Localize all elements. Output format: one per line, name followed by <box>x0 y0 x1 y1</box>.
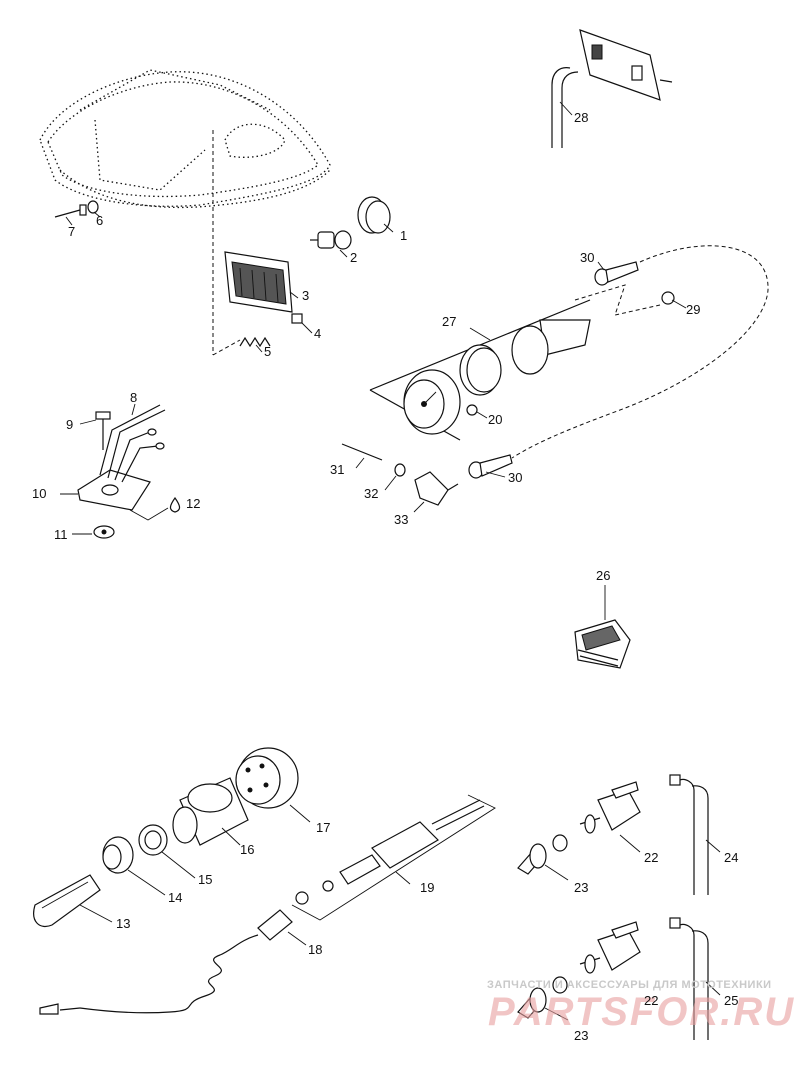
callout-1: 1 <box>400 228 407 243</box>
callout-11: 11 <box>54 527 68 542</box>
watermark-brand: PARTSFOR.RU <box>488 990 795 1034</box>
gauge-assembly-part-27 <box>369 299 591 441</box>
callout-20: 20 <box>488 412 502 427</box>
washer-part-32 <box>394 463 406 477</box>
headlight-part-3 <box>224 251 293 313</box>
switch-part-28 <box>551 29 673 148</box>
wire-part-24 <box>669 774 709 895</box>
callout-15: 15 <box>198 872 212 887</box>
callout-19: 19 <box>420 880 434 895</box>
screw-part-7 <box>54 204 87 218</box>
rocker-switch-part-26 <box>574 619 631 669</box>
switch-cap-part-14 <box>102 836 134 874</box>
nut-part-11 <box>93 525 115 539</box>
callout-16: 16 <box>240 842 254 857</box>
callout-13: 13 <box>116 916 130 931</box>
hood-outline <box>39 69 331 209</box>
callout-18: 18 <box>308 942 322 957</box>
callout-3: 3 <box>302 288 309 303</box>
callout-12: 12 <box>186 496 200 511</box>
callout-17: 17 <box>316 820 330 835</box>
washer-part-6 <box>87 200 99 214</box>
callout-4: 4 <box>314 326 321 341</box>
callout-27: 27 <box>442 314 456 329</box>
screw-part-20 <box>466 404 478 416</box>
watermark-tagline: ЗАПЧАСТИ И АКСЕССУАРЫ ДЛЯ МОТОТЕХНИКИ <box>487 979 772 991</box>
callout-14: 14 <box>168 890 182 905</box>
connector-part-17 <box>235 747 299 809</box>
callout-25: 25 <box>724 993 738 1008</box>
spring-part-5 <box>239 336 271 348</box>
ignition-switch-part-16 <box>172 777 249 846</box>
callout-31: 31 <box>330 462 344 477</box>
callout-32: 32 <box>364 486 378 501</box>
callout-24: 24 <box>724 850 738 865</box>
sealant-drop-part-12 <box>129 496 181 521</box>
pin-part-31 <box>341 443 383 461</box>
toggle-switch-part-22-top <box>579 781 641 834</box>
callout-10: 10 <box>32 486 46 501</box>
elbow-part-33 <box>414 471 459 506</box>
callout-33: 33 <box>394 512 408 527</box>
callout-30-top: 30 <box>580 250 594 265</box>
key-part-13 <box>33 874 101 927</box>
wire-harness-part-8 <box>99 404 166 483</box>
nut-part-29 <box>661 291 675 305</box>
callout-26: 26 <box>596 568 610 583</box>
callout-23-top: 23 <box>574 880 588 895</box>
toggle-switch-part-22-bottom <box>579 921 641 974</box>
callout-8: 8 <box>130 390 137 405</box>
callout-23-bottom: 23 <box>574 1028 588 1043</box>
regulator-part-10 <box>77 469 151 511</box>
callout-6: 6 <box>96 213 103 228</box>
bolt-part-9 <box>95 411 111 450</box>
clip-part-4 <box>291 313 303 324</box>
toggle-boot-part-23-top <box>517 834 568 875</box>
nut-part-15 <box>138 824 168 856</box>
cable-fitting-part-30-top <box>594 261 639 286</box>
bezel-ring-part-1 <box>357 196 391 234</box>
lanyard-switch-part-19 <box>295 799 485 905</box>
callout-7: 7 <box>68 224 75 239</box>
cable-fitting-part-30-bottom <box>468 454 513 479</box>
callout-9: 9 <box>66 417 73 432</box>
callout-28: 28 <box>574 110 588 125</box>
callout-30-bottom: 30 <box>508 470 522 485</box>
tether-part-18 <box>39 909 293 1015</box>
wire-part-25 <box>669 917 709 1040</box>
callout-5: 5 <box>264 344 271 359</box>
callout-22-bottom: 22 <box>644 993 658 1008</box>
callout-29: 29 <box>686 302 700 317</box>
toggle-boot-part-23-bottom <box>517 976 568 1019</box>
bulb-part-2 <box>310 230 352 250</box>
callout-2: 2 <box>350 250 357 265</box>
callout-22-top: 22 <box>644 850 658 865</box>
